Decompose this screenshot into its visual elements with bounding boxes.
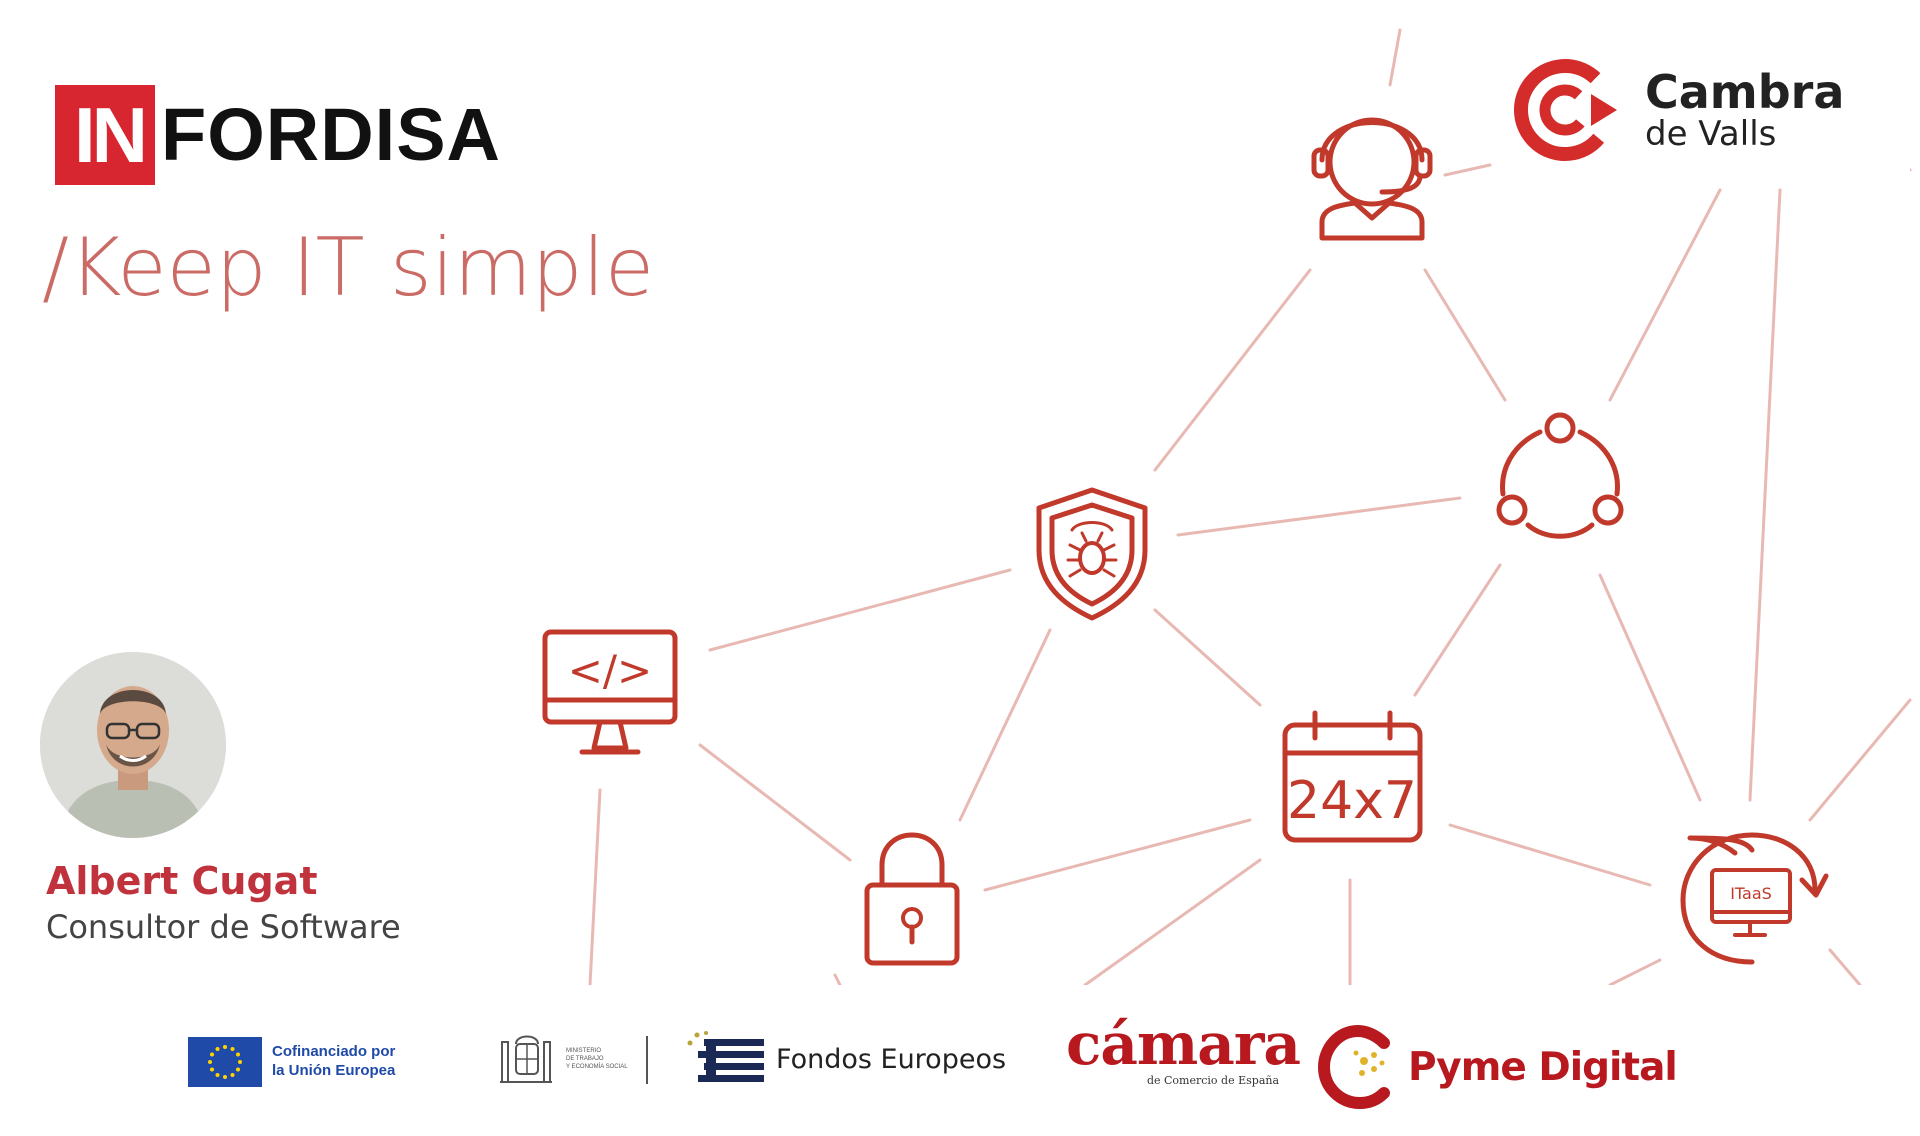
fondos-text: Fondos Europeos bbox=[776, 1043, 1007, 1075]
pyme-digital-logo: Pyme Digital bbox=[1318, 1025, 1678, 1109]
spain-coat-of-arms-icon bbox=[500, 1035, 552, 1083]
ministerio-logo: MINISTERIO DE TRABAJO Y ECONOMÍA SOCIAL bbox=[494, 1030, 648, 1090]
eu-line1: Cofinanciado por bbox=[272, 1043, 396, 1061]
pyme-text: Pyme Digital bbox=[1408, 1044, 1678, 1090]
ministerio-text: MINISTERIO DE TRABAJO Y ECONOMÍA SOCIAL bbox=[566, 1036, 648, 1084]
cambra-c-icon bbox=[1514, 59, 1617, 161]
speaker-role: Consultor de Software bbox=[46, 908, 401, 946]
itaas-label: ITaaS bbox=[1730, 884, 1772, 903]
pyme-digital-c-icon bbox=[1318, 1025, 1390, 1109]
logo-wordmark: FORDISA bbox=[161, 93, 501, 176]
cambra-subtitle: de Valls bbox=[1645, 114, 1777, 154]
ministerio-line2: DE TRABAJO bbox=[566, 1056, 604, 1063]
shield-bug-icon bbox=[1036, 487, 1148, 621]
eu-text: Cofinanciado por la Unión Europea bbox=[272, 1043, 395, 1081]
itaas-monitor-icon: ITaaS bbox=[1680, 832, 1829, 965]
padlock-icon bbox=[864, 832, 960, 966]
ministerio-line3: Y ECONOMÍA SOCIAL bbox=[566, 1063, 628, 1070]
speaker-name: Albert Cugat bbox=[46, 859, 318, 903]
calendar-label: 24x7 bbox=[1287, 771, 1417, 831]
network-lines bbox=[588, 28, 1912, 987]
headset-agent-icon bbox=[1311, 117, 1433, 241]
camara-word: cámara bbox=[1066, 1010, 1301, 1078]
ministerio-line1: MINISTERIO bbox=[566, 1048, 602, 1055]
speaker-photo-icon bbox=[40, 652, 226, 838]
camara-sub: de Comercio de España bbox=[1146, 1074, 1280, 1087]
eu-flag-icon bbox=[188, 1037, 262, 1087]
infordisa-logo: IN FORDISA bbox=[55, 85, 501, 185]
tagline: /Keep IT simple bbox=[42, 221, 655, 314]
monitor-code-icon: </> bbox=[542, 629, 678, 755]
eu-cofinanced-logo: Cofinanciado por la Unión Europea bbox=[188, 1037, 395, 1087]
cambra-title: Cambra bbox=[1645, 65, 1845, 119]
eu-line2: la Unión Europea bbox=[272, 1062, 396, 1079]
share-network-icon bbox=[1496, 412, 1624, 539]
fondos-europeos-logo: Fondos Europeos bbox=[684, 1029, 1006, 1089]
funding-logos-bar: Cofinanciado por la Unión Europea MINIST… bbox=[0, 985, 1920, 1136]
calendar-24x7-icon: 24x7 bbox=[1282, 710, 1423, 843]
fondos-europeos-flag-icon bbox=[687, 1031, 764, 1082]
avatar bbox=[40, 652, 226, 838]
logo-mark-text: IN bbox=[74, 91, 148, 179]
infordisa-mark: IN bbox=[55, 85, 155, 185]
code-label: </> bbox=[568, 646, 653, 695]
cambra-de-valls-logo: Cambra de Valls bbox=[1505, 40, 1910, 180]
camara-comercio-logo: cámara de Comercio de España bbox=[1066, 1010, 1301, 1087]
cambra-text: Cambra de Valls bbox=[1645, 69, 1844, 151]
